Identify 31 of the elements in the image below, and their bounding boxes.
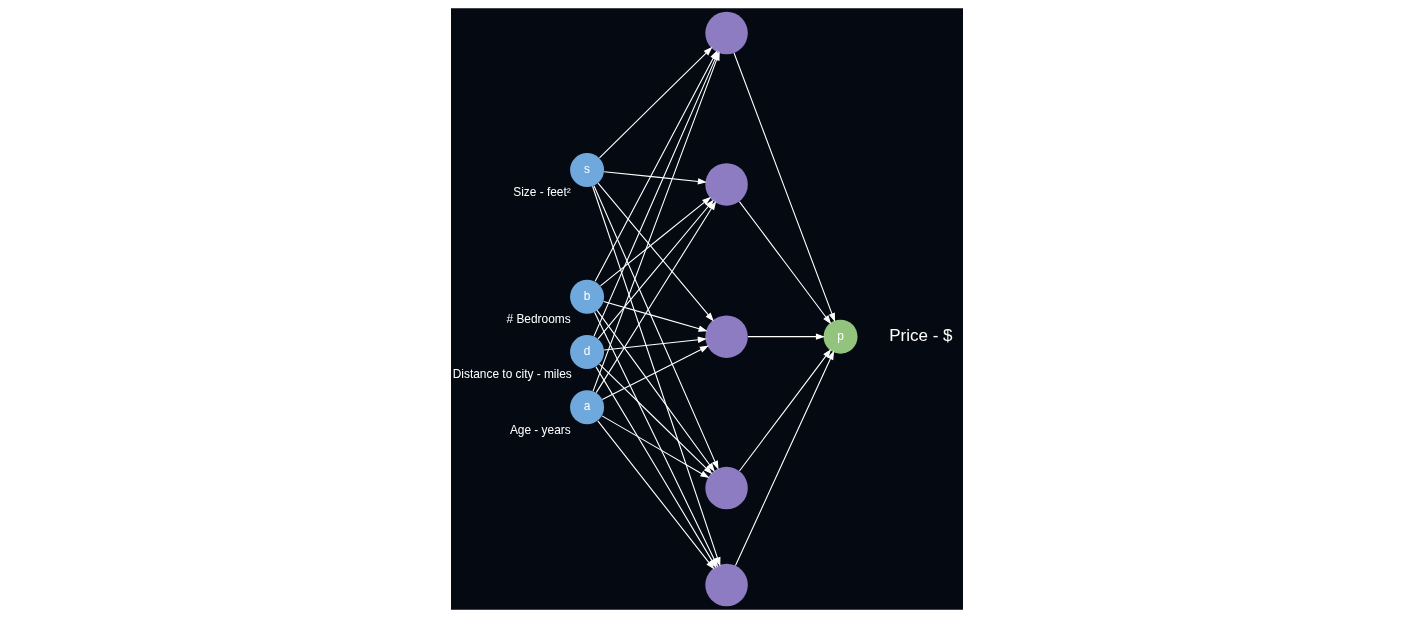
node-label: Age - years [509,422,571,437]
arrow [599,196,712,287]
node-label: Distance to city - miles [452,367,572,382]
node-label: # Bedrooms [506,312,571,327]
arrow [603,336,707,351]
node-circle: b [570,279,605,314]
arrow [593,185,719,470]
node-circle [705,563,748,607]
arrow [597,199,714,340]
node-circle [705,315,748,358]
node-circle: d [570,334,605,369]
arrow [734,350,835,567]
arrow [597,182,714,322]
arrow [738,349,832,472]
node-label: Price - $ [889,325,953,345]
node-circle: p [823,319,858,354]
arrow [596,309,715,472]
arrow [595,201,717,394]
arrow [733,52,836,322]
arrow [603,300,708,332]
node-circle: a [570,390,605,425]
node-circle: s [570,152,605,187]
node-circle [705,163,748,206]
arrow [598,363,713,475]
arrow [747,333,825,340]
arrow [601,415,710,479]
arrow [603,171,707,185]
arrow [598,46,713,159]
node-label: Size - feet² [513,185,571,200]
arrow [738,201,832,325]
arrow [601,345,709,401]
